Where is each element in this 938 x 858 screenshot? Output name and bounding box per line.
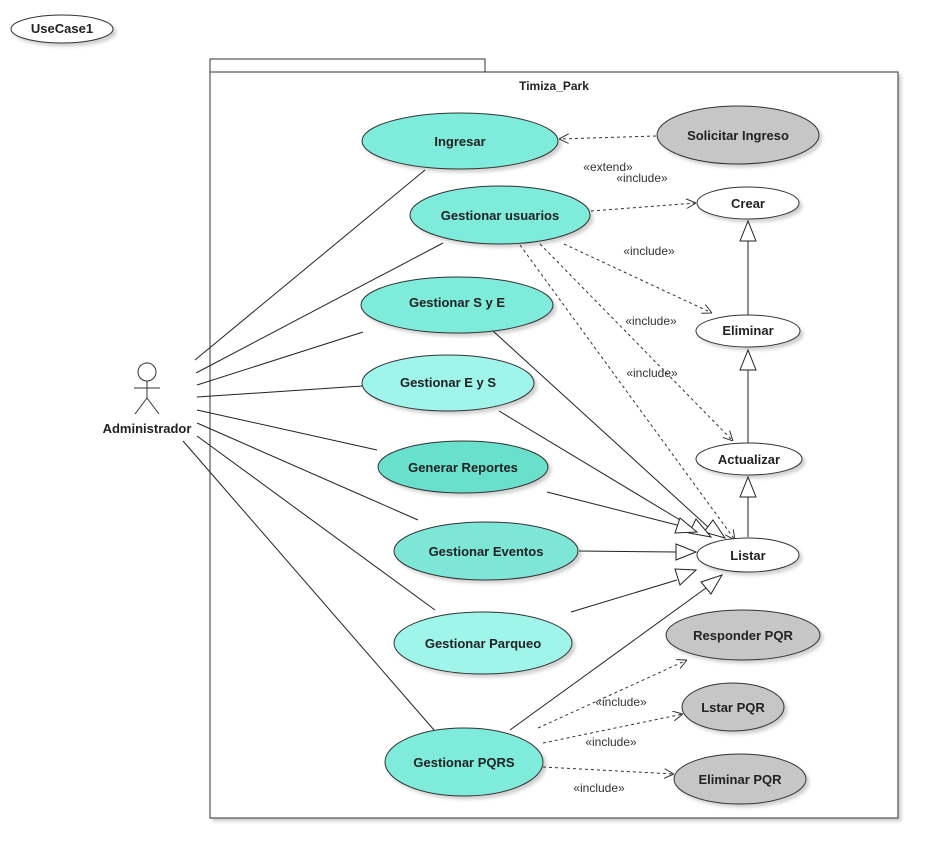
system-boundary: Timiza_Park <box>209 58 899 819</box>
include-label-crear: «include» <box>616 171 668 185</box>
svg-text:Gestionar Eventos: Gestionar Eventos <box>429 544 544 559</box>
use-case-gestionar-eventos: Gestionar Eventos <box>393 521 579 581</box>
relation-labels: «extend» «include» «include» «include» «… <box>573 160 678 795</box>
svg-text:Ingresar: Ingresar <box>434 134 485 149</box>
use-case-ingresar: Ingresar <box>361 112 559 170</box>
use-case-eliminar: Eliminar <box>695 314 801 348</box>
extend-label: «extend» <box>583 160 633 174</box>
svg-text:Crear: Crear <box>731 196 765 211</box>
svg-text:Gestionar Parqueo: Gestionar Parqueo <box>425 636 541 651</box>
diagram-title: UseCase1 <box>10 14 114 44</box>
use-case-solicitar-ingreso: Solicitar Ingreso <box>656 105 820 165</box>
use-case-generar-reportes: Generar Reportes <box>377 440 549 494</box>
diagram-title-text: UseCase1 <box>31 21 93 36</box>
actor-name: Administrador <box>103 421 192 436</box>
use-case-gestionar-pqrs: Gestionar PQRS <box>384 727 544 797</box>
include-label-responder-pqr: «include» <box>595 695 647 709</box>
svg-text:Solicitar Ingreso: Solicitar Ingreso <box>687 128 789 143</box>
use-case-listar: Listar <box>696 537 800 573</box>
svg-text:Gestionar PQRS: Gestionar PQRS <box>413 755 514 770</box>
use-case-responder-pqr: Responder PQR <box>665 609 821 661</box>
include-label-listar: «include» <box>626 366 678 380</box>
include-label-eliminar: «include» <box>623 244 675 258</box>
svg-text:Actualizar: Actualizar <box>718 452 780 467</box>
use-case-gestionar-usuarios: Gestionar usuarios <box>409 185 591 245</box>
use-case-gestionar-s-y-e: Gestionar S y E <box>360 276 554 334</box>
use-case-lstar-pqr: Lstar PQR <box>681 682 785 732</box>
use-case-eliminar-pqr: Eliminar PQR <box>673 753 807 805</box>
include-label-lstar-pqr: «include» <box>585 735 637 749</box>
generalizations <box>492 219 757 731</box>
use-case-actualizar: Actualizar <box>695 442 803 476</box>
svg-text:Responder PQR: Responder PQR <box>693 628 793 643</box>
svg-text:Eliminar PQR: Eliminar PQR <box>698 772 782 787</box>
use-case-crear: Crear <box>696 186 800 220</box>
svg-text:Eliminar: Eliminar <box>722 323 773 338</box>
system-name: Timiza_Park <box>519 79 589 93</box>
include-label-eliminar-pqr: «include» <box>573 781 625 795</box>
actor-administrador: Administrador <box>103 362 192 436</box>
use-case-gestionar-e-y-s: Gestionar E y S <box>361 354 535 412</box>
svg-text:Gestionar usuarios: Gestionar usuarios <box>441 208 559 223</box>
svg-text:Generar Reportes: Generar Reportes <box>408 460 518 475</box>
dependencies <box>519 136 735 774</box>
include-label-actualizar: «include» <box>625 314 677 328</box>
use-case-gestionar-parqueo: Gestionar Parqueo <box>393 611 573 675</box>
actor-associations <box>182 169 444 731</box>
svg-text:Gestionar E y S: Gestionar E y S <box>400 375 496 390</box>
svg-text:Gestionar S y E: Gestionar S y E <box>409 295 505 310</box>
svg-text:Lstar PQR: Lstar PQR <box>701 700 765 715</box>
svg-text:Listar: Listar <box>730 548 765 563</box>
